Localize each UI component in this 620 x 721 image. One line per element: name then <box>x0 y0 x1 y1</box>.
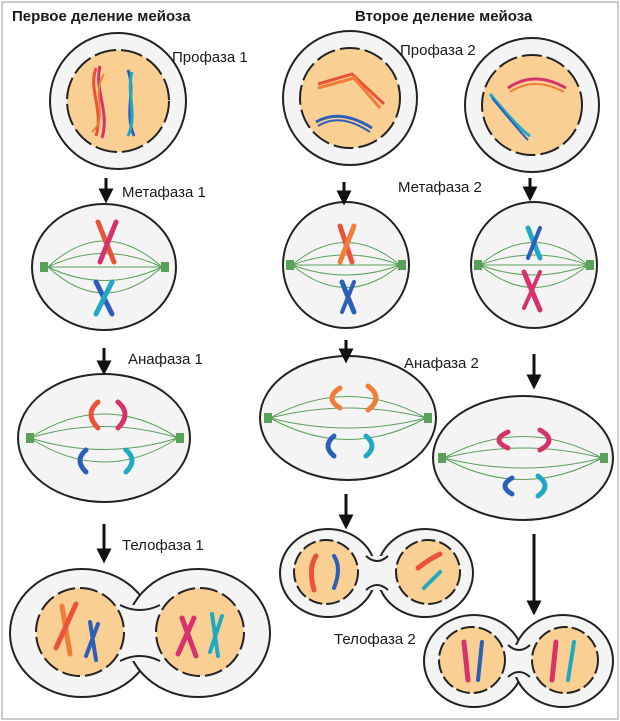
metaphase1-label: Метафаза 1 <box>122 184 206 201</box>
prophase2-right-cell <box>464 37 600 173</box>
anaphase2-left-cell <box>259 355 437 481</box>
metaphase2-left-cell <box>282 201 410 329</box>
prophase2-label: Профаза 2 <box>400 42 476 59</box>
second-division-title: Второе деление мейоза <box>355 8 533 25</box>
telophase2-label: Телофаза 2 <box>334 631 416 648</box>
metaphase2-label: Метафаза 2 <box>398 179 482 196</box>
prophase1-label: Профаза 1 <box>172 49 248 66</box>
telophase2-right-cell <box>423 614 614 708</box>
anaphase1-cell <box>17 373 191 503</box>
telophase2-left-cell <box>279 528 474 618</box>
anaphase2-right-cell <box>432 395 614 521</box>
first-division-title: Первое деление мейоза <box>12 8 191 25</box>
anaphase1-label: Анафаза 1 <box>128 351 203 368</box>
prophase1-cell <box>49 32 187 170</box>
metaphase1-cell <box>31 203 177 331</box>
telophase1-label: Телофаза 1 <box>122 537 204 554</box>
anaphase2-label: Анафаза 2 <box>404 355 479 372</box>
prophase2-left-cell <box>282 30 418 166</box>
telophase1-cell <box>9 568 271 698</box>
metaphase2-right-cell <box>470 201 598 329</box>
